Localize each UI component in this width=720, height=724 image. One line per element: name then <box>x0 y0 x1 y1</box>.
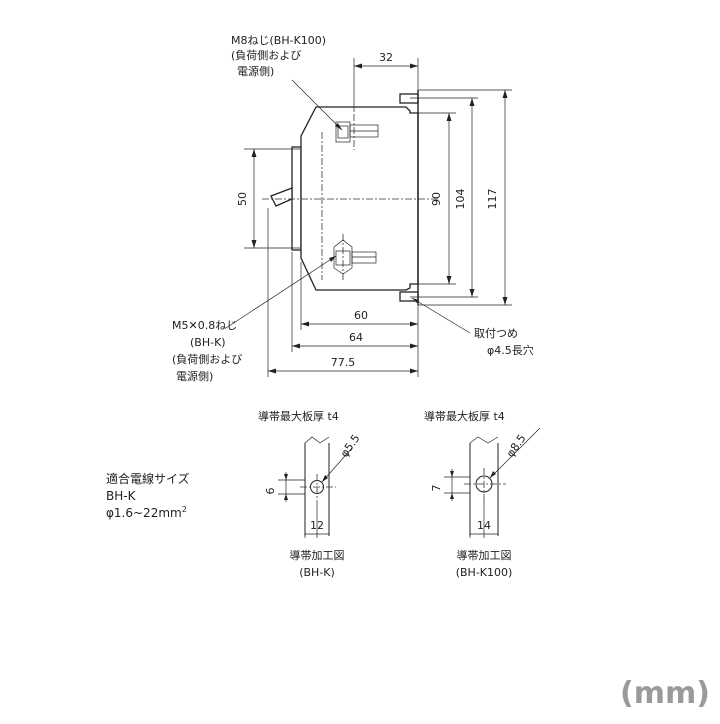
dim-775-label: 77.5 <box>331 356 356 369</box>
dim-90-label: 90 <box>430 192 443 206</box>
detail-bh-k100: 導帯最大板厚 t4 φ8.5 7 14 導帯加工図 (BH-K100) <box>424 409 541 579</box>
callout-mounting-line2: φ4.5長穴 <box>487 343 534 357</box>
front-plate <box>291 146 302 251</box>
detail-bhk100-width-label: 14 <box>477 519 491 532</box>
dim-top-32: 32 <box>353 51 419 112</box>
wire-size-model: BH-K <box>106 489 137 503</box>
callout-m8-line1: M8ねじ(BH-K100) <box>231 34 326 47</box>
dim-60-label: 60 <box>354 309 368 322</box>
dim-bottom-widths: 60 64 77.5 <box>267 208 419 377</box>
breaker-body <box>300 106 419 291</box>
detail-bhk-height-label: 6 <box>264 488 277 495</box>
detail-bh-k: 導帯最大板厚 t4 φ5.5 6 12 導帯加工図 (BH-K) <box>258 409 363 579</box>
dim-50-label: 50 <box>236 192 249 206</box>
dim-32-label: 32 <box>379 51 393 64</box>
toggle-handle <box>270 187 293 207</box>
m8-screw-terminal <box>335 114 379 150</box>
detail-bhk100-dia-label: φ8.5 <box>504 432 529 460</box>
dim-117-label: 117 <box>486 189 499 210</box>
detail-bhk100-top-label: 導帯最大板厚 t4 <box>424 409 505 423</box>
detail-bhk100-height-label: 7 <box>430 485 443 492</box>
detail-bhk-width-label: 12 <box>310 519 324 532</box>
wire-size-title: 適合電線サイズ <box>106 471 190 486</box>
unit-label: (mm) <box>620 676 710 711</box>
m5-screw-terminal <box>333 234 377 282</box>
callout-m5: M5✕0.8ねじ (BH-K) (負荷側および 電源側) <box>172 255 337 383</box>
callout-m8: M8ねじ(BH-K100) (負荷側および 電源側) <box>231 34 343 131</box>
dim-64-label: 64 <box>349 331 363 344</box>
callout-mounting-line1: 取付つめ <box>474 327 518 340</box>
callout-m8-line3: 電源側) <box>237 64 274 78</box>
dim-right-heights: 90 104 117 <box>410 89 512 306</box>
callout-m5-line2: (BH-K) <box>190 336 226 349</box>
detail-bhk100-caption-2: (BH-K100) <box>456 566 513 579</box>
detail-bhk-dia-label: φ5.5 <box>338 432 363 460</box>
mounting-claw-top <box>399 93 419 104</box>
callout-m5-line4: 電源側) <box>176 369 213 383</box>
wire-size-range: φ1.6~22mm2 <box>106 505 187 520</box>
callout-mounting: 取付つめ φ4.5長穴 <box>411 297 534 357</box>
callout-m8-line2: (負荷側および <box>231 49 301 62</box>
detail-bhk-caption-1: 導帯加工図 <box>290 548 345 562</box>
detail-bhk-top-label: 導帯最大板厚 t4 <box>258 409 339 423</box>
detail-bhk-caption-2: (BH-K) <box>299 566 335 579</box>
callout-m5-line3: (負荷側および <box>172 353 242 366</box>
dim-104-label: 104 <box>454 189 467 210</box>
detail-bhk100-caption-1: 導帯加工図 <box>457 548 512 562</box>
wire-size-info: 適合電線サイズ BH-K φ1.6~22mm2 <box>106 471 190 520</box>
dim-left-50: 50 <box>236 148 300 249</box>
callout-m5-line1: M5✕0.8ねじ <box>172 319 237 332</box>
breaker-side-view <box>262 90 440 305</box>
